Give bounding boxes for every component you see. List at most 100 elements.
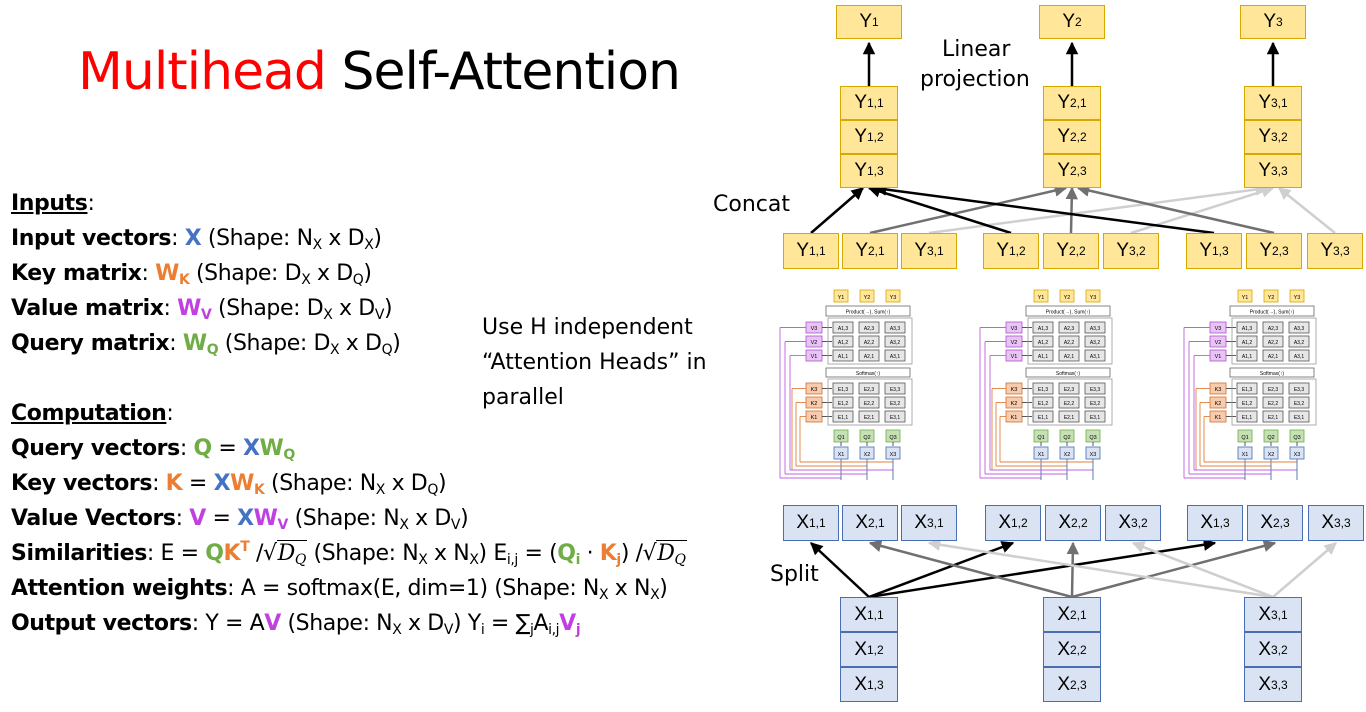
attention-weights-line: Attention weights: A = softmax(E, dim=1)… (11, 576, 668, 603)
mini-label: E2,2 (864, 401, 875, 407)
mini-label: E2,1 (1064, 415, 1075, 421)
mini-label: V2 (811, 340, 818, 346)
mini-a-box (858, 349, 880, 362)
mini-label: A2,3 (864, 326, 875, 332)
mini-a-box (1084, 321, 1106, 334)
title-rest: Self-Attention (341, 42, 681, 102)
mini-y-box (1289, 289, 1305, 303)
mini-label: A1,2 (838, 340, 849, 346)
mini-label: K3 (1215, 387, 1222, 393)
mini-label: E3,3 (890, 387, 901, 393)
mini-e-box (1058, 396, 1080, 409)
mini-e-frame (1231, 378, 1317, 426)
mini-e-box (832, 396, 854, 409)
mini-label: X2 (1268, 452, 1275, 458)
mini-label: E2,3 (1064, 387, 1075, 393)
mini-label: E1,1 (1242, 415, 1253, 421)
computation-heading: Computation: (11, 401, 174, 426)
split-arrow (810, 542, 870, 598)
mini-e-box (884, 396, 906, 409)
mini-label: X3 (1294, 452, 1301, 458)
concat-arrow (810, 187, 864, 234)
mini-label: A2,1 (864, 354, 875, 360)
mini-e-box (1032, 382, 1054, 395)
mini-product-box (825, 305, 911, 317)
mini-label: E1,2 (838, 401, 849, 407)
mini-label: K1 (1011, 415, 1018, 421)
mini-label: A3,3 (890, 326, 901, 332)
mini-label: Y3 (1294, 295, 1301, 301)
mini-label: A1,2 (1242, 340, 1253, 346)
mini-y-box (1033, 289, 1049, 303)
mini-label: V2 (1011, 340, 1018, 346)
concat-label: Concat (713, 192, 790, 217)
mini-label: E3,3 (1294, 387, 1305, 393)
key-vectors-line: Key vectors: K = XWK (Shape: NX x DQ) (11, 471, 447, 498)
value-matrix-line: Value matrix: WV (Shape: DX x DV) (11, 296, 393, 323)
mini-e-box (1262, 410, 1284, 423)
mini-label: X1 (1242, 452, 1249, 458)
mini-label: E3,1 (1090, 415, 1101, 421)
split-arrow (868, 541, 1015, 599)
mini-a-box (1288, 335, 1310, 348)
mini-label: A3,2 (1294, 340, 1305, 346)
mini-y-box (859, 289, 875, 303)
mini-label: A2,2 (864, 340, 875, 346)
mini-label: V2 (1215, 340, 1222, 346)
mini-label: E1,1 (1038, 415, 1049, 421)
query-matrix-line: Query matrix: WQ (Shape: DX x DQ) (11, 331, 401, 358)
mini-e-box (1084, 410, 1106, 423)
concat-arrow (1076, 184, 1275, 235)
inputs-section: Inputs: Input vectors: X (Shape: NX x DX… (11, 186, 401, 361)
mini-a-box (858, 335, 880, 348)
slide-title: Multihead Self-Attention (78, 40, 681, 104)
concat-arrow (928, 183, 1269, 235)
mini-label: Q2 (1063, 435, 1070, 441)
mini-label: A3,1 (890, 354, 901, 360)
inputs-heading: Inputs: (11, 191, 95, 216)
mini-label: Q2 (1267, 435, 1274, 441)
query-vectors-line: Query vectors: Q = XWQ (11, 436, 295, 463)
mini-label: X1 (1038, 452, 1045, 458)
mini-e-box (832, 410, 854, 423)
split-arrow (868, 539, 1073, 599)
mini-e-box (1058, 410, 1080, 423)
mini-e-box (1236, 382, 1258, 395)
mini-label: A1,1 (1038, 354, 1049, 360)
mini-e-frame (827, 378, 913, 426)
mini-label: E2,1 (864, 415, 875, 421)
split-arrow (1131, 541, 1274, 599)
mini-a-frame (1231, 317, 1317, 365)
mini-a-box (858, 321, 880, 334)
mini-label: Q3 (1089, 435, 1096, 441)
mini-label: E2,3 (1268, 387, 1279, 393)
mini-label: Y3 (890, 295, 897, 301)
mini-label: E3,1 (1294, 415, 1305, 421)
mini-label: Softmax(↑) (856, 371, 881, 377)
mini-label: A3,1 (1294, 354, 1305, 360)
mini-label: E1,2 (1038, 401, 1049, 407)
mini-label: V3 (1011, 326, 1018, 332)
mini-y-box (885, 289, 901, 303)
mini-label: V3 (1215, 326, 1222, 332)
